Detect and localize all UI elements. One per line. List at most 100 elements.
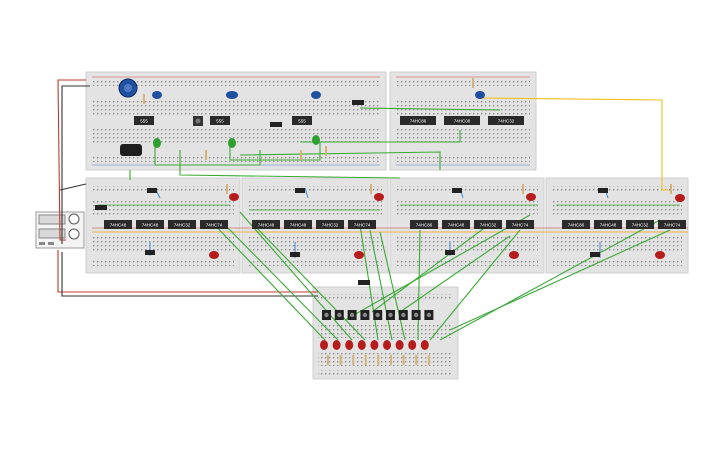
resistor-icon xyxy=(143,94,145,104)
chip-label: 555 xyxy=(216,119,224,124)
resistor-icon xyxy=(670,184,672,194)
red-led-icon xyxy=(209,251,219,259)
breadboard-output xyxy=(312,286,459,380)
chip-label: 555 xyxy=(298,119,306,124)
red-led-icon xyxy=(320,340,328,350)
output-buttons xyxy=(322,310,434,320)
resistor-icon xyxy=(226,184,228,194)
ic-chip: 74HC32 xyxy=(626,220,654,229)
chip-label: 74HC08 xyxy=(454,119,471,124)
red-led-icon xyxy=(354,251,364,259)
chip-label: 74HC32 xyxy=(322,223,339,228)
resistor-icon xyxy=(300,150,302,160)
red-led-icon xyxy=(345,340,354,350)
resistor-icon xyxy=(327,355,329,365)
potentiometer-icon[interactable] xyxy=(118,78,138,98)
resistor-icon xyxy=(390,355,392,365)
resistor-icon xyxy=(364,355,367,365)
ic-chip: 74HC74 xyxy=(506,220,534,229)
chip-label: 74HC32 xyxy=(632,223,649,228)
pushbutton-icon[interactable] xyxy=(424,310,434,320)
red-led-icon xyxy=(229,193,239,201)
pushbutton-icon[interactable] xyxy=(373,310,383,320)
ic-chip: 74HC32 xyxy=(488,116,524,125)
chip-label: 74HC32 xyxy=(480,223,497,228)
switch-icon[interactable] xyxy=(95,205,107,210)
pushbutton-icon[interactable] xyxy=(360,310,370,320)
pushbutton-icon[interactable] xyxy=(322,310,331,320)
chip-label: 74HC48 xyxy=(448,223,465,228)
red-led-icon xyxy=(332,340,341,350)
resistor-icon xyxy=(377,355,380,365)
ic-chip: 74HC48 xyxy=(284,220,312,229)
switch-icon[interactable] xyxy=(145,250,155,255)
resistor-icon xyxy=(352,355,355,365)
switch-icon[interactable] xyxy=(270,122,282,127)
chip-label: 74HC74 xyxy=(206,223,223,228)
chip-label: 74HC86 xyxy=(410,119,427,124)
green-led-icon xyxy=(153,138,161,148)
red-led-icon xyxy=(408,340,417,350)
red-led-icon xyxy=(675,194,685,202)
ic-chip: 74HC32 xyxy=(168,220,196,229)
resistor-icon xyxy=(205,150,207,160)
switch-icon[interactable] xyxy=(452,188,462,193)
resistor-icon xyxy=(325,146,327,156)
ic-chip: 74HC74 xyxy=(200,220,228,229)
switch-icon[interactable] xyxy=(147,188,157,193)
resistor-icon xyxy=(402,355,405,365)
ic-chip: 74HC86 xyxy=(400,116,436,125)
pushbutton-icon[interactable] xyxy=(411,310,421,320)
chip-label: 74HC48 xyxy=(142,223,159,228)
chip-label: 74HC48 xyxy=(258,223,275,228)
ic-chip: 74HC48 xyxy=(104,220,132,229)
chip-label: 74HC32 xyxy=(498,119,515,124)
red-led-icon xyxy=(374,193,384,201)
red-led-icon xyxy=(395,340,404,350)
pushbutton-icon[interactable] xyxy=(193,116,203,126)
resistor-icon xyxy=(522,184,524,194)
ic-chip: 555 xyxy=(210,116,230,125)
green-led-icon xyxy=(312,135,320,145)
chip-label: 74HC74 xyxy=(512,223,529,228)
ic-chip: 74HC32 xyxy=(316,220,344,229)
red-led-icon xyxy=(509,251,519,259)
ic-chip: 74HC86 xyxy=(562,220,590,229)
red-led-icon xyxy=(420,340,429,350)
clock-components xyxy=(118,78,485,160)
logic-chips: 74HC48 74HC48 74HC32 74HC74 74HC48 74HC48 74HC… xyxy=(104,220,686,229)
red-led-icon xyxy=(357,340,366,350)
output-leds xyxy=(320,340,430,365)
ic-chip: 74HC74 xyxy=(348,220,376,229)
switch-icon[interactable] xyxy=(352,100,364,105)
ic-chip: 74HC48 xyxy=(442,220,470,229)
ic-chip: 74HC08 xyxy=(444,116,480,125)
ic-chip: 74HC48 xyxy=(136,220,164,229)
switch-icon[interactable] xyxy=(290,252,300,257)
chip-label: 74HC86 xyxy=(416,223,433,228)
ic-chip: 74HC32 xyxy=(474,220,502,229)
chip-label: 74HC48 xyxy=(110,223,127,228)
switch-icon[interactable] xyxy=(590,252,600,257)
logic-components xyxy=(95,184,685,285)
capacitor-icon xyxy=(120,144,142,156)
pushbutton-icon[interactable] xyxy=(398,310,408,320)
switch-icon[interactable] xyxy=(598,188,608,193)
chip-label: 74HC74 xyxy=(354,223,371,228)
red-led-icon xyxy=(655,251,665,259)
resistor-icon xyxy=(427,355,430,365)
switch-icon[interactable] xyxy=(445,250,455,255)
red-led-icon xyxy=(383,340,391,350)
chip-label: 74HC86 xyxy=(568,223,585,228)
pushbutton-icon[interactable] xyxy=(386,310,395,320)
ic-chip: 74HC48 xyxy=(594,220,622,229)
blue-cap-icon xyxy=(311,91,321,99)
red-led-icon xyxy=(370,340,379,350)
pushbutton-icon[interactable] xyxy=(334,310,344,320)
red-led-icon xyxy=(526,193,536,201)
switch-icon[interactable] xyxy=(295,188,305,193)
switch-icon[interactable] xyxy=(358,280,370,285)
pushbutton-icon[interactable] xyxy=(347,310,357,320)
